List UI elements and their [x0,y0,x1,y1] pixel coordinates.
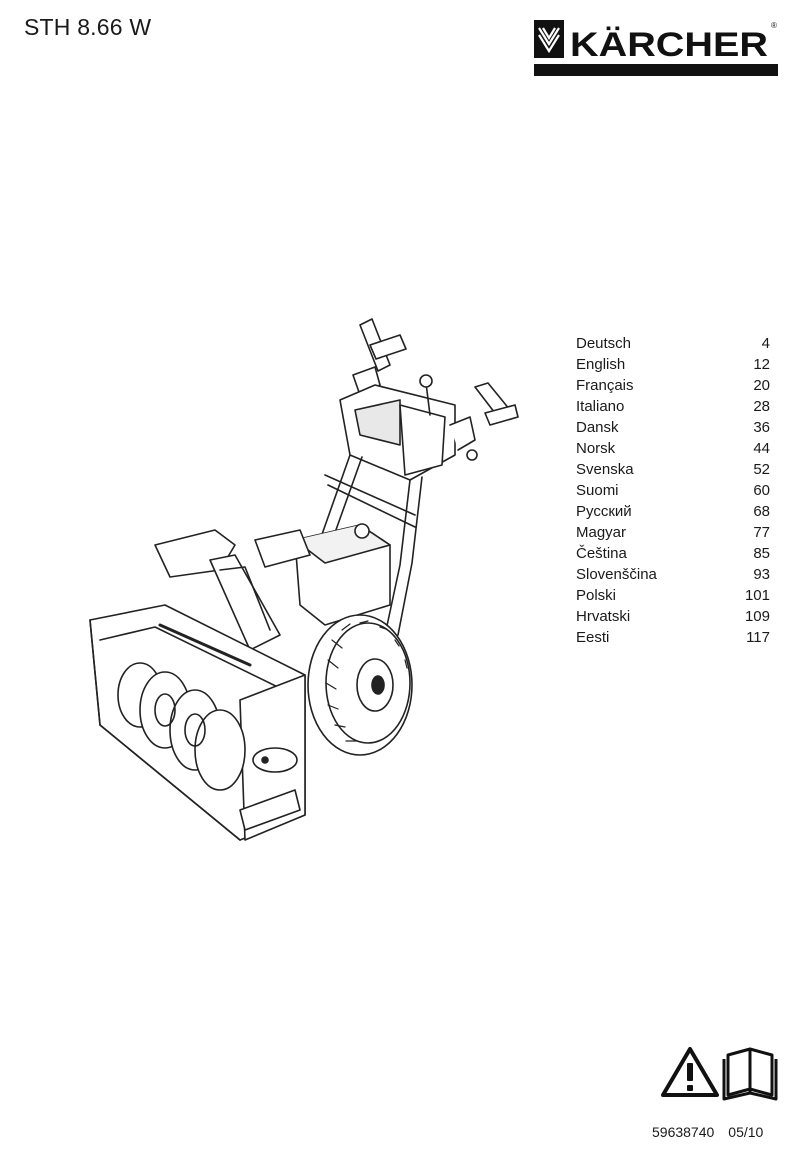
toc-language: Русский [576,503,632,520]
toc-page: 44 [753,440,770,457]
registered-mark: ® [771,21,777,30]
karcher-logo: KÄRCHER ® [534,18,778,78]
toc-page: 60 [753,482,770,499]
safety-icons [660,1045,778,1117]
toc-language: English [576,356,626,373]
toc-row[interactable]: Italiano 28 [576,396,770,417]
toc-row[interactable]: Suomi 60 [576,480,770,501]
toc-language: Svenska [576,461,634,478]
toc-page: 109 [744,608,770,625]
toc-row[interactable]: Svenska 52 [576,459,770,480]
toc-row[interactable]: Polski 101 [576,585,770,606]
model-title: STH 8.66 W [24,14,152,40]
toc-language: Hrvatski [576,608,631,625]
toc-page: 4 [761,335,770,352]
toc-page: 68 [753,503,770,520]
toc-language: Magyar [576,524,627,541]
toc-row[interactable]: Deutsch 4 [576,333,770,354]
toc-language: Deutsch [576,335,632,352]
toc-page: 28 [753,398,770,415]
toc-language: Suomi [576,482,619,499]
language-table-of-contents: Deutsch 4 English 12 Français 20 Italiano 28… [576,333,770,648]
toc-row[interactable]: Dansk 36 [576,417,770,438]
manual-book-icon [722,1047,778,1101]
toc-row[interactable]: English 12 [576,354,770,375]
toc-language: Français [576,377,634,394]
toc-row[interactable]: Slovenščina 93 [576,564,770,585]
toc-page: 20 [753,377,770,394]
document-date: 05/10 [728,1124,764,1140]
toc-page: 77 [753,524,770,541]
toc-language: Italiano [576,398,625,415]
karcher-logo-mark: KÄRCHER ® [534,20,777,62]
toc-language: Eesti [576,629,610,646]
toc-row[interactable]: Русский 68 [576,501,770,522]
toc-page: 101 [744,587,770,604]
toc-page: 85 [753,545,770,562]
toc-row[interactable]: Eesti 117 [576,627,770,648]
brand-wordmark: KÄRCHER [570,26,768,62]
logo-underline-bar [534,64,778,76]
toc-language: Slovenščina [576,566,657,583]
document-footer: 59638740 05/10 [652,1124,763,1140]
warning-triangle-icon [661,1047,719,1097]
toc-row[interactable]: Français 20 [576,375,770,396]
snow-thrower-illustration [70,305,540,850]
document-number: 59638740 [652,1124,715,1140]
toc-row[interactable]: Čeština 85 [576,543,770,564]
toc-page: 52 [753,461,770,478]
toc-language: Dansk [576,419,619,436]
toc-page: 93 [753,566,770,583]
toc-page: 36 [753,419,770,436]
toc-page: 117 [746,629,770,646]
toc-page: 12 [753,356,770,373]
toc-language: Čeština [576,545,627,562]
toc-row[interactable]: Norsk 44 [576,438,770,459]
toc-row[interactable]: Hrvatski 109 [576,606,770,627]
toc-language: Polski [576,587,617,604]
toc-language: Norsk [576,440,616,457]
toc-row[interactable]: Magyar 77 [576,522,770,543]
